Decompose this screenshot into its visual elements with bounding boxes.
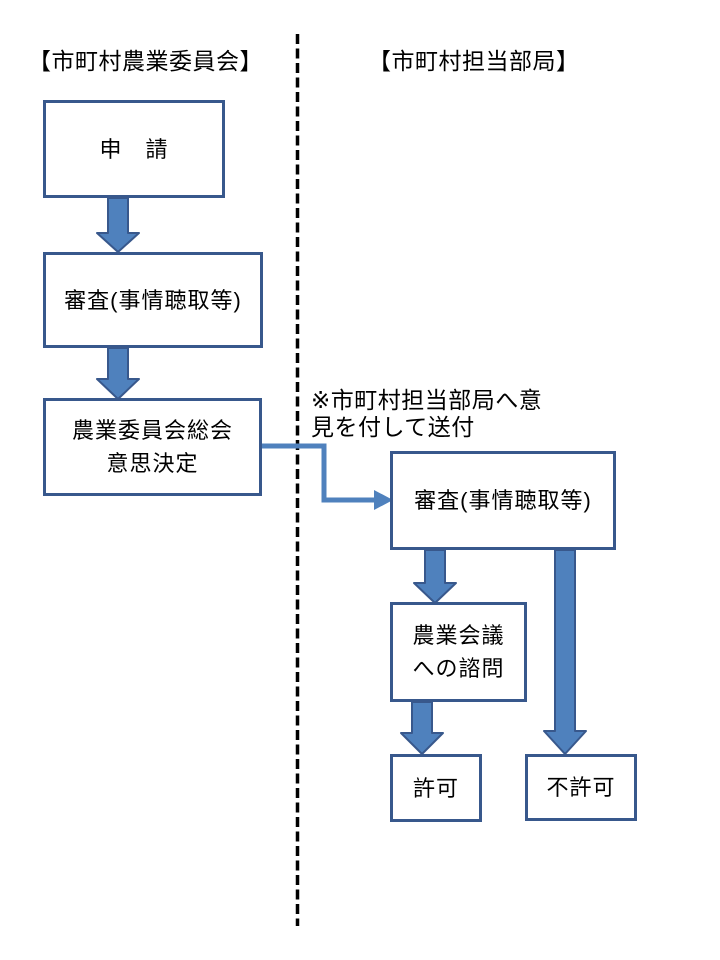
arrow-application-to-review-icon: [96, 197, 140, 253]
arrow-department-review-to-consult-icon: [413, 549, 457, 604]
box-deny: 不許可: [525, 754, 637, 821]
box-agricultural-council-consultation: 農業会議 への諮問: [390, 602, 527, 702]
box-permit: 許可: [390, 754, 482, 822]
box-department-review: 審査(事情聴取等): [390, 451, 616, 550]
box-committee-review: 審査(事情聴取等): [43, 252, 263, 348]
arrow-review-to-decision-icon: [96, 347, 140, 400]
box-committee-general-meeting-decision: 農業委員会総会 意思決定: [43, 398, 262, 496]
lane-header-municipal-department: 【市町村担当部局】: [368, 48, 580, 74]
connector-decision-to-department-review: [262, 443, 376, 503]
arrow-consult-to-permit-icon: [400, 701, 444, 755]
box-application: 申 請: [43, 100, 225, 198]
arrow-department-review-to-deny-icon: [543, 549, 587, 755]
note-forward-with-opinion: ※市町村担当部局へ意 見を付して送付: [311, 387, 543, 441]
lane-header-municipal-agricultural-committee: 【市町村農業委員会】: [28, 48, 263, 74]
